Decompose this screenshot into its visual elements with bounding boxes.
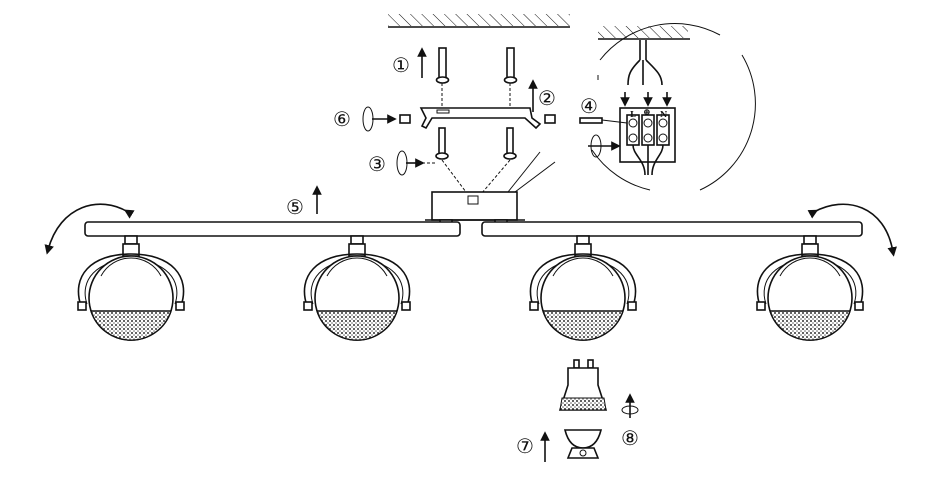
terminal-live-label: L (630, 109, 636, 119)
mounting-bracket (419, 107, 542, 130)
arm-right (481, 221, 863, 237)
canopy (425, 191, 525, 229)
spotlight-2 (303, 235, 411, 341)
terminal-earth-label: ⊕ (643, 108, 651, 118)
bulb-cap (563, 429, 603, 459)
gu10-bulb (558, 359, 608, 411)
spotlight-3 (529, 235, 637, 341)
ceiling-hatch (388, 14, 570, 26)
step-4-label: ④ (580, 94, 598, 118)
wall-plug-left (435, 47, 450, 84)
step-7-label: ⑦ (516, 434, 534, 458)
step-1-label: ① (392, 53, 410, 77)
wiring-detail (579, 23, 756, 191)
wall-plug-right (503, 47, 518, 84)
step-3-label: ③ (368, 152, 386, 176)
step-6-label: ⑥ (333, 107, 351, 131)
spotlight-4 (756, 235, 864, 341)
step-2-label: ② (538, 86, 556, 110)
step-8-label: ⑧ (621, 426, 639, 450)
arm-left (84, 221, 461, 237)
terminal-neutral-label: N (660, 109, 668, 119)
spotlight-1 (77, 235, 185, 341)
step-5-label: ⑤ (286, 195, 304, 219)
